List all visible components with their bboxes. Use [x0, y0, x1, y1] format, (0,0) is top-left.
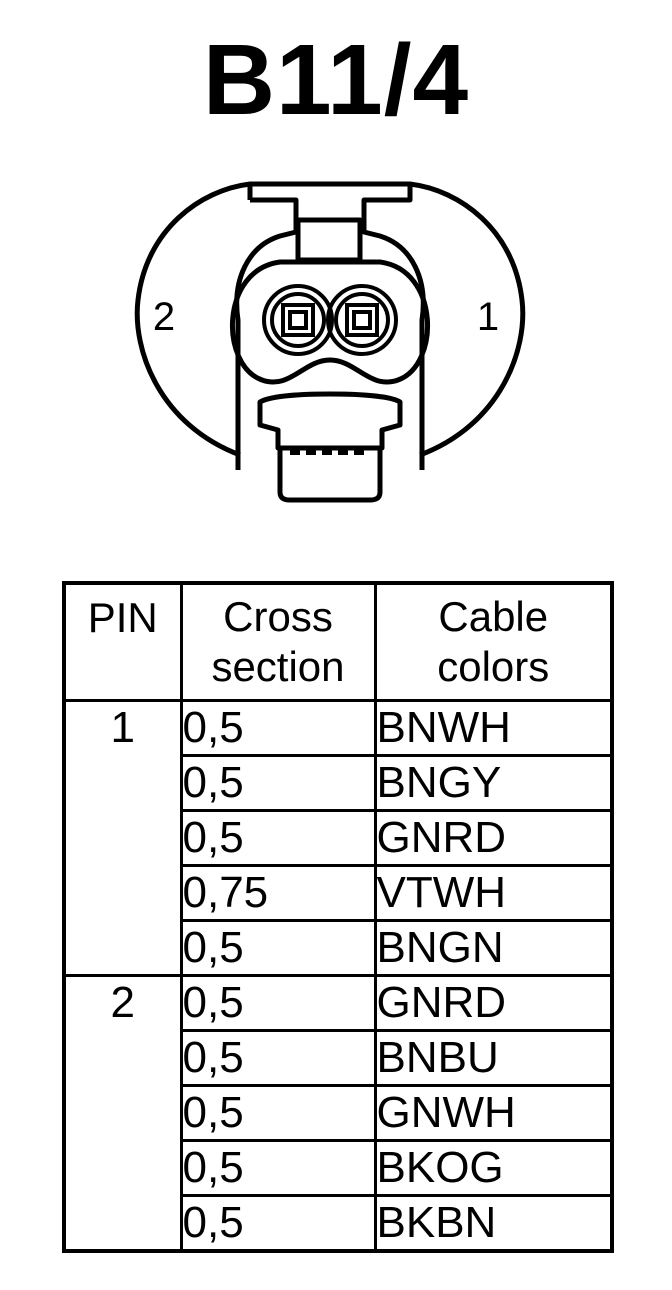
table-row: 1 0,5 BNWH: [62, 699, 614, 977]
table-row: 0,5 BNBU: [64, 1029, 614, 1087]
cross-section-cell: 0,5: [179, 1194, 377, 1253]
pin-label-1: 1: [477, 295, 499, 339]
pin-2-cavity: [262, 284, 334, 356]
pin-label-2: 2: [153, 295, 175, 339]
header-cable-colors: Cable colors: [373, 581, 614, 702]
connector-face-diagram: 2 1: [134, 181, 526, 503]
cross-section-cell: 0,5: [179, 699, 377, 757]
pin-assignment-table: PIN Cross section Cable colors 1 0,5 BNW…: [62, 581, 614, 1253]
cable-color-cell: BNWH: [373, 699, 614, 757]
pin-number: 1: [62, 699, 183, 977]
cable-color-cell: GNRD: [373, 809, 614, 867]
table-row: 0,5 BNGN: [64, 919, 614, 977]
cross-section-cell: 0,5: [179, 1029, 377, 1087]
cross-section-cell: 0,75: [179, 864, 377, 922]
connector-title: B11/4: [202, 24, 470, 136]
table-row: 0,5 GNRD: [64, 809, 614, 867]
cross-section-cell: 0,5: [179, 919, 377, 977]
cable-color-cell: BNGY: [373, 754, 614, 812]
cable-color-cell: BKBN: [373, 1194, 614, 1253]
header-pin: PIN: [62, 581, 183, 702]
table-row: 0,5 BKBN: [64, 1194, 614, 1253]
cross-section-cell: 0,5: [179, 809, 377, 867]
header-cross-section: Cross section: [179, 581, 377, 702]
cable-color-cell: BNBU: [373, 1029, 614, 1087]
cross-section-cell: 0,5: [179, 754, 377, 812]
cable-color-cell: GNWH: [373, 1084, 614, 1142]
cross-section-cell: 0,5: [179, 974, 377, 1032]
cable-color-cell: GNRD: [373, 974, 614, 1032]
table-row: 0,5 BNGY: [64, 754, 614, 812]
cable-color-cell: BNGN: [373, 919, 614, 977]
table-row: 2 0,5 GNRD: [62, 974, 614, 1253]
table-row: 0,5 BKOG: [64, 1139, 614, 1197]
cable-color-cell: VTWH: [373, 864, 614, 922]
cable-color-cell: BKOG: [373, 1139, 614, 1197]
cross-section-cell: 0,5: [179, 1139, 377, 1197]
cross-section-cell: 0,5: [179, 1084, 377, 1142]
pin-number: 2: [62, 974, 183, 1253]
table-row: 0,75 VTWH: [64, 864, 614, 922]
table-header-row: PIN Cross section Cable colors: [62, 581, 614, 702]
pin-1-cavity: [326, 284, 398, 356]
table-row: 0,5 GNWH: [64, 1084, 614, 1142]
